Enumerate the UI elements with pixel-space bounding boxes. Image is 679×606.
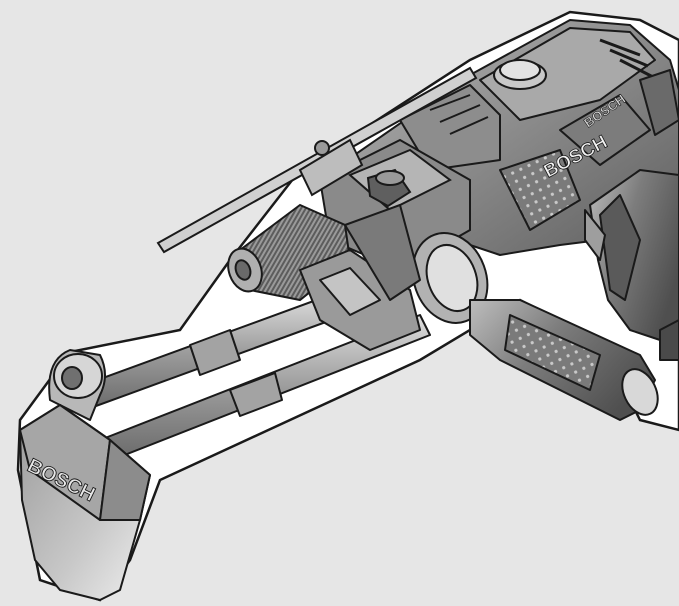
suction-head — [19, 349, 151, 601]
side-handle — [411, 232, 659, 421]
extraction-rods — [69, 204, 431, 461]
pistol-grip — [584, 169, 679, 361]
motor-housing — [339, 19, 679, 256]
depth-rod — [156, 66, 478, 254]
